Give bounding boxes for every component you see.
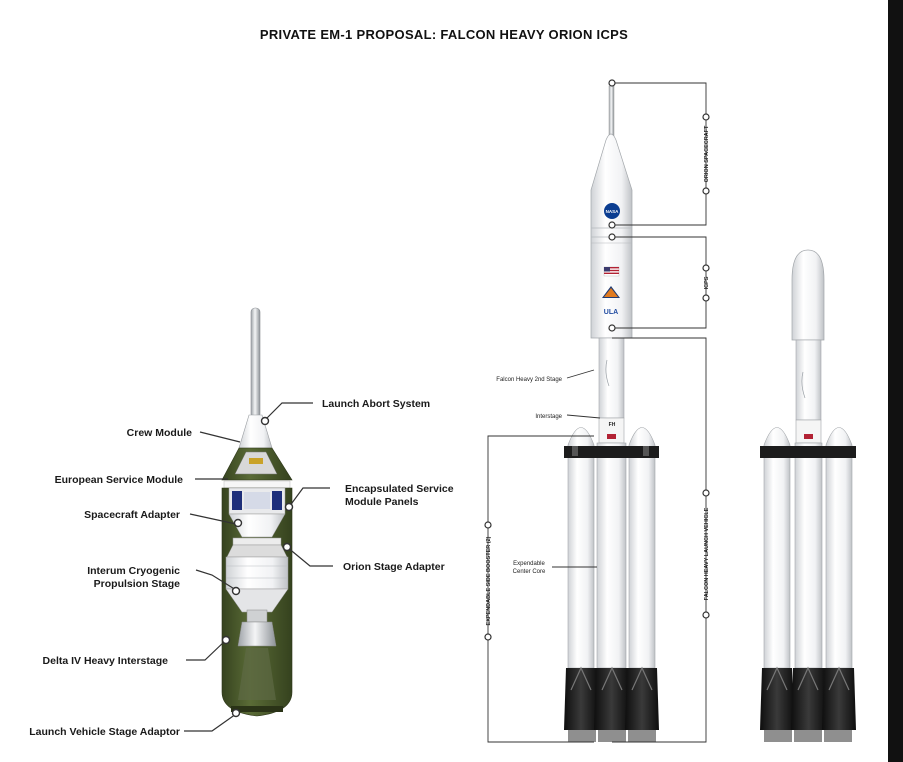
callout-dot [284, 502, 294, 512]
esm-ring [223, 480, 291, 489]
center-core [596, 442, 627, 669]
label-spacecraft-adapter: Spacecraft Adapter [84, 509, 180, 521]
engines-right [628, 730, 656, 742]
bracket-dot [484, 633, 492, 641]
bracket-dot [702, 187, 710, 195]
bracket-dot [702, 264, 710, 272]
crew-module-hatch [249, 458, 263, 464]
callout-dot [260, 416, 270, 426]
plain-center-core [794, 442, 823, 669]
callout-dot [221, 635, 231, 645]
label-center-core-2: Center Core [513, 569, 546, 575]
label-interstage: Interstage [535, 414, 562, 420]
bracket-dot [702, 489, 710, 497]
side-booster-left [567, 427, 595, 669]
plain-interstage [795, 419, 822, 444]
side-booster-right [628, 427, 656, 669]
callout-dot [233, 518, 243, 528]
window-edge [888, 0, 903, 762]
icps-engine [237, 621, 277, 647]
esm-panel-left [232, 491, 242, 510]
stack-bracket-dots [484, 79, 710, 641]
bracket-dot [484, 521, 492, 529]
plain-fh-flag [804, 434, 813, 439]
falcon-heavy-orion-stack: NASA ULA FH [564, 85, 659, 742]
fh-flag [607, 434, 616, 439]
core-skirt [594, 668, 629, 730]
center-core-interstage-band [593, 446, 630, 458]
label-icps: ICPS [704, 276, 710, 289]
ula-logo: ULA [604, 309, 618, 316]
booster-left-skirt [564, 668, 598, 730]
icps-tank [225, 556, 289, 590]
fh-logo: FH [609, 422, 616, 428]
label-encapsulated-panels-1: Encapsulated Service [345, 483, 454, 495]
orion-stage-adapter [232, 537, 282, 546]
nasa-logo-text: NASA [606, 209, 620, 214]
label-falcon-2nd-stage: Falcon Heavy 2nd Stage [496, 377, 562, 383]
lv-stage-adaptor-ring [231, 706, 283, 712]
label-icps-1: Interum Cryogenic [87, 565, 180, 577]
bracket-dot [702, 611, 710, 619]
label-encapsulated-panels-2: Module Panels [345, 496, 419, 508]
payload-fairing [791, 249, 825, 341]
callout-dot [231, 586, 241, 596]
label-crew-module: Crew Module [127, 427, 192, 439]
label-launch-abort-system: Launch Abort System [322, 398, 430, 410]
booster-right-skirt [625, 668, 659, 730]
label-delta-interstage: Delta IV Heavy Interstage [43, 655, 169, 667]
booster-band-left [564, 446, 598, 458]
label-lv-stage-adaptor: Launch Vehicle Stage Adaptor [29, 726, 180, 738]
label-orion-spacecraft: ORION SPACECRAFT [704, 125, 710, 182]
plain-second-stage [795, 339, 822, 421]
diagram-title: PRIVATE EM-1 PROPOSAL: FALCON HEAVY ORIO… [259, 27, 629, 42]
label-side-booster: EXPENDABLE SIDE BOOSTER (2) [486, 536, 492, 625]
interstage-shadow [238, 648, 276, 700]
callout-dot [231, 708, 241, 718]
cutaway-leaders [184, 402, 333, 732]
label-orion-stage-adapter: Orion Stage Adapter [343, 561, 445, 573]
engines-left [568, 730, 596, 742]
label-icps-2: Propulsion Stage [94, 578, 181, 590]
plain-booster-right [825, 427, 853, 669]
bracket-dot [702, 294, 710, 302]
bracket-dot [608, 79, 616, 87]
bracket-dot [608, 324, 616, 332]
callout-dot [282, 542, 292, 552]
label-european-service-module: European Service Module [55, 474, 184, 486]
falcon-heavy-plain [760, 249, 856, 742]
falcon-second-stage [598, 337, 625, 419]
bracket-dot [608, 233, 616, 241]
bracket-dot [702, 113, 710, 121]
esm-panel-right [272, 491, 282, 510]
bracket-dot [608, 221, 616, 229]
esm-grid [244, 492, 270, 509]
engines-core [598, 730, 626, 742]
cutaway-stack [221, 307, 293, 717]
spacecraft-adapter [228, 513, 286, 538]
label-center-core-1: Expendable [513, 561, 545, 567]
stack-brackets [487, 82, 707, 743]
abort-tower-rod [250, 307, 261, 419]
nasa-logo [604, 203, 620, 219]
plain-booster-left [763, 427, 791, 669]
falcon-interstage [598, 417, 625, 444]
cutaway-callout-dots [221, 416, 294, 718]
label-falcon-heavy-lv: FALCON HEAVY LAUNCH VEHICLE [704, 507, 710, 600]
booster-band-right [625, 446, 659, 458]
